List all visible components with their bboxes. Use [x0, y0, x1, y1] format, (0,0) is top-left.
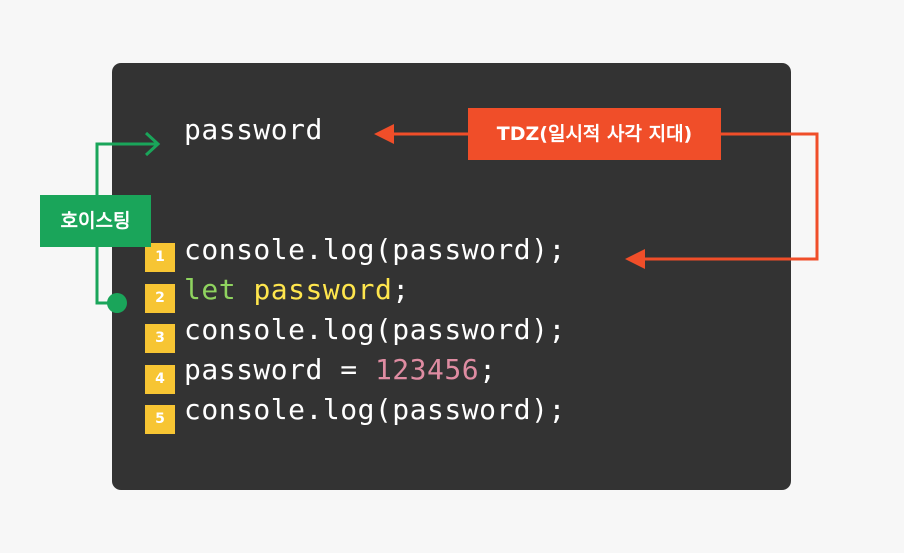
hoisting-label: 호이스팅 — [40, 195, 151, 247]
code-line-3: console.log(password); — [184, 313, 566, 346]
tdz-label: TDZ(일시적 사각 지대) — [468, 108, 721, 160]
code-line-4: password = 123456; — [184, 350, 496, 390]
statement-end: ; — [479, 353, 497, 386]
line-number-badge-5: 5 — [145, 405, 175, 434]
code-line-2: let password; — [184, 270, 410, 310]
code-line-1: console.log(password); — [184, 233, 566, 266]
line-number-badge-2: 2 — [145, 284, 175, 313]
line-number-badge-3: 3 — [145, 324, 175, 353]
declared-variable: password — [253, 273, 393, 306]
code-line-5: console.log(password); — [184, 393, 566, 426]
line-number-badge-1: 1 — [145, 243, 175, 272]
let-keyword: let — [184, 273, 237, 306]
tdz-start-arrowhead — [374, 124, 394, 144]
line-number-badge-4: 4 — [145, 365, 175, 394]
assignment-target: password = — [184, 353, 375, 386]
number-literal: 123456 — [374, 353, 480, 386]
tdz-connector — [374, 124, 819, 269]
statement-end: ; — [392, 273, 410, 306]
hoisted-declaration: password — [184, 113, 323, 146]
tdz-end-arrowhead — [625, 249, 645, 269]
